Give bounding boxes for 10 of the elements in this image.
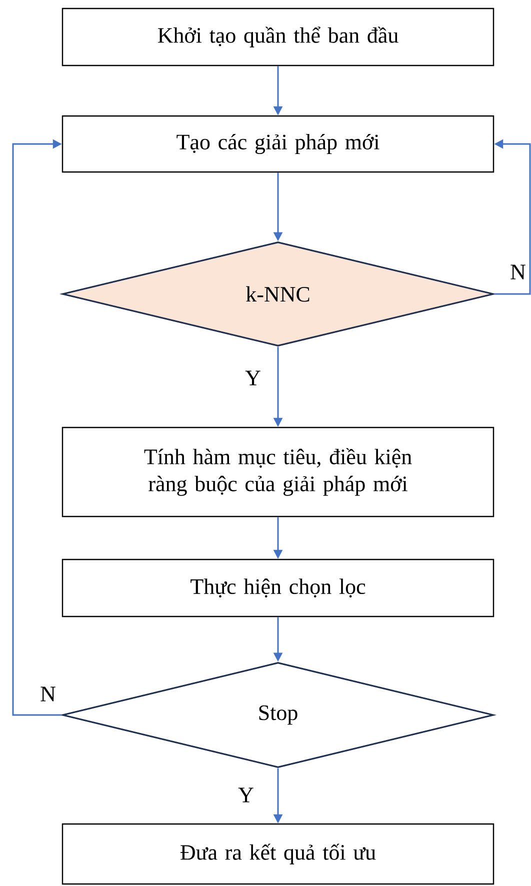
edge-label: N (509, 264, 527, 280)
arrow (12, 139, 62, 716)
process-box: Tạo các giải pháp mới (62, 115, 494, 173)
edge-label: Y (237, 786, 255, 804)
edge-label: N (39, 686, 57, 702)
process-box: Tính hàm mục tiêu, điều kiện ràng buộc của giải pháp mới (62, 426, 494, 518)
edge-label: Y (244, 370, 262, 386)
process-box: Đưa ra kết quả tối ưu (62, 823, 494, 885)
process-box: Thực hiện chọn lọc (62, 558, 494, 618)
process-box: Khởi tạo quần thể ban đầu (62, 8, 494, 66)
